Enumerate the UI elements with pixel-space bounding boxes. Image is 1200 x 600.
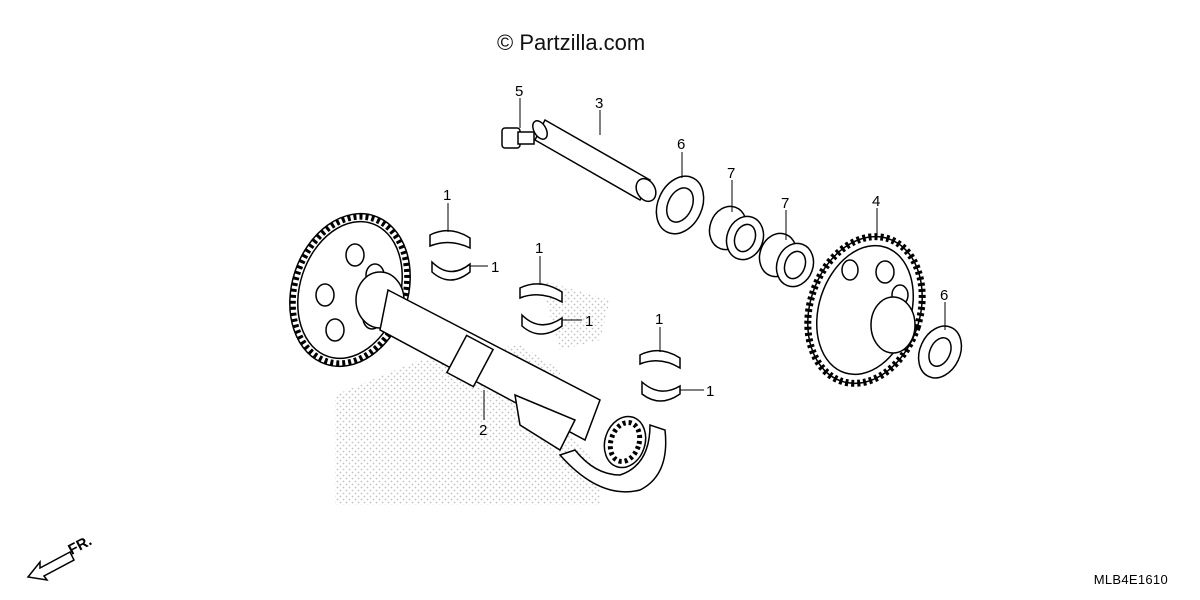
callout-2: 2	[479, 422, 487, 439]
callout-6-a: 6	[677, 136, 685, 153]
balancer-driven-gear	[804, 233, 926, 387]
needle-bearing-a	[708, 205, 765, 261]
callout-labels: 1 1 1 1 1 1 2 3 4 5 6 6 7 7	[443, 83, 948, 439]
callout-1-a: 1	[443, 187, 451, 204]
callout-7-a: 7	[727, 165, 735, 182]
thrust-washer-upper	[655, 175, 705, 235]
bearing-shell-pair-a	[429, 229, 471, 281]
needle-bearing-b	[758, 232, 815, 288]
diagram-code: MLB4E1610	[1093, 572, 1168, 587]
callout-4: 4	[872, 193, 880, 210]
bearing-shell-pair-c	[639, 349, 681, 402]
leader-lines	[447, 98, 946, 420]
callout-1-d: 1	[585, 313, 593, 330]
bearing-shell-pair-b	[519, 283, 563, 335]
callout-1-c: 1	[535, 240, 543, 257]
callout-7-b: 7	[781, 195, 789, 212]
thrust-washer-lower	[917, 325, 963, 379]
callout-1-f: 1	[706, 383, 714, 400]
callout-3: 3	[595, 95, 603, 112]
flange-bolt	[501, 127, 535, 149]
driven-shaft	[532, 118, 657, 203]
balancer-drive-gear	[289, 212, 411, 368]
callout-1-b: 1	[491, 259, 499, 276]
callout-5: 5	[515, 83, 523, 100]
callout-6-b: 6	[940, 287, 948, 304]
balancer-shaft	[379, 288, 667, 493]
watermark: © Partzilla.com	[497, 30, 646, 55]
callout-1-e: 1	[655, 311, 663, 328]
front-arrow-icon	[26, 550, 75, 582]
